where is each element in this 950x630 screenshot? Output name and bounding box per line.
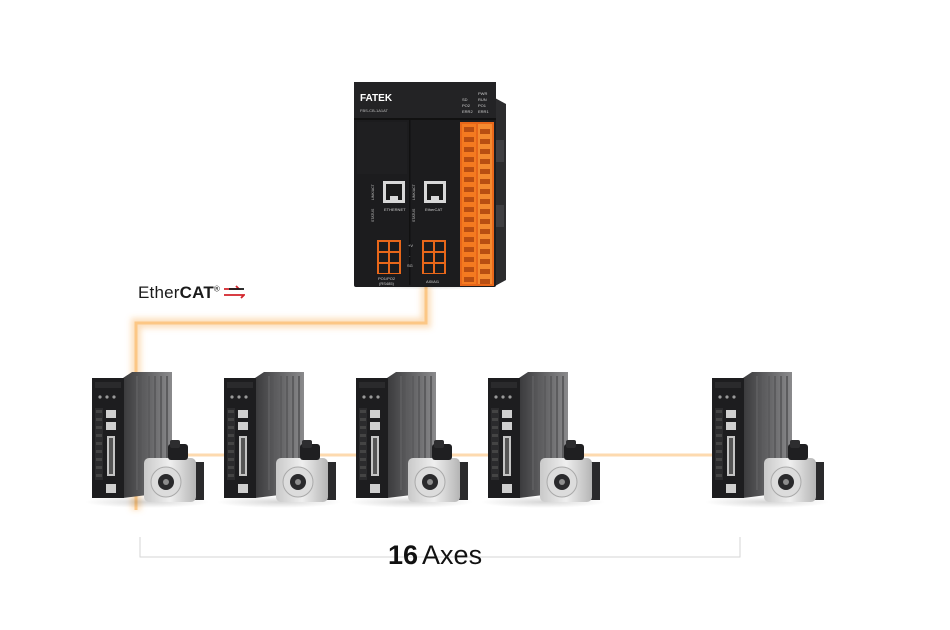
servo-motor	[276, 440, 336, 502]
plc-ethernet-label: ETHERNET	[384, 207, 406, 212]
plc-controller: FATEK FBS-CB-1A1AT SD PO2 ERR2 PWR RUN P…	[354, 82, 506, 290]
plc-status-left: STATUS	[371, 208, 375, 222]
plc-terminal-left-label: PO1/PO2	[378, 276, 396, 281]
plc-pin-sg: SG	[407, 263, 413, 268]
servo-motor	[540, 440, 600, 502]
plc-terminal-right-label: AI0/AI1	[426, 279, 440, 284]
plc-led-err1: ERR1	[478, 109, 489, 114]
servo-axis-2	[217, 372, 341, 508]
plc-link-left: LINK/ACT	[371, 183, 375, 200]
plc-terminal-left-sub: (RS485)	[379, 281, 395, 286]
servo-axis-3	[349, 372, 473, 508]
plc-led-po1: PO1	[478, 103, 487, 108]
plc-led-run: RUN	[478, 97, 487, 102]
axes-range-bracket	[139, 537, 741, 558]
axes-count: 16	[388, 540, 419, 570]
ethercat-logo-ether: Ether	[138, 283, 180, 302]
plc-led-pwr: PWR	[478, 91, 487, 96]
axes-word: Axes	[422, 540, 483, 570]
plc-terminal-strip	[460, 122, 494, 286]
servo-axis-5	[705, 372, 829, 508]
servo-motor	[408, 440, 468, 502]
plc-model: FBS-CB-1A1AT	[360, 108, 388, 113]
plc-pin-minus: -	[409, 253, 411, 258]
plc-terminal-block-right	[422, 240, 446, 274]
plc-pin-plus: +V	[408, 243, 413, 248]
servo-axis-4	[481, 372, 605, 508]
servo-axis-1	[85, 372, 209, 508]
plc-ethernet-port	[383, 181, 405, 203]
servo-axes	[85, 372, 829, 508]
plc-led-err2: ERR2	[462, 109, 473, 114]
plc-led-po2: PO2	[462, 103, 471, 108]
plc-ethercat-port	[424, 181, 446, 203]
plc-led-sd: SD	[462, 97, 468, 102]
servo-motor	[764, 440, 824, 502]
ethercat-logo: EtherCAT®	[138, 283, 246, 303]
plc-terminal-block-left	[377, 240, 401, 274]
ethercat-arrows-icon	[224, 285, 246, 299]
plc-link-right: LINK/ACT	[412, 183, 416, 200]
ethercat-logo-cat: CAT	[179, 283, 214, 302]
ethercat-logo-reg: ®	[213, 284, 221, 294]
plc-ethercat-label: EtherCAT	[425, 207, 443, 212]
plc-status-right: STATUS	[412, 208, 416, 222]
plc-brand: FATEK	[360, 93, 393, 104]
servo-motor	[144, 440, 204, 502]
